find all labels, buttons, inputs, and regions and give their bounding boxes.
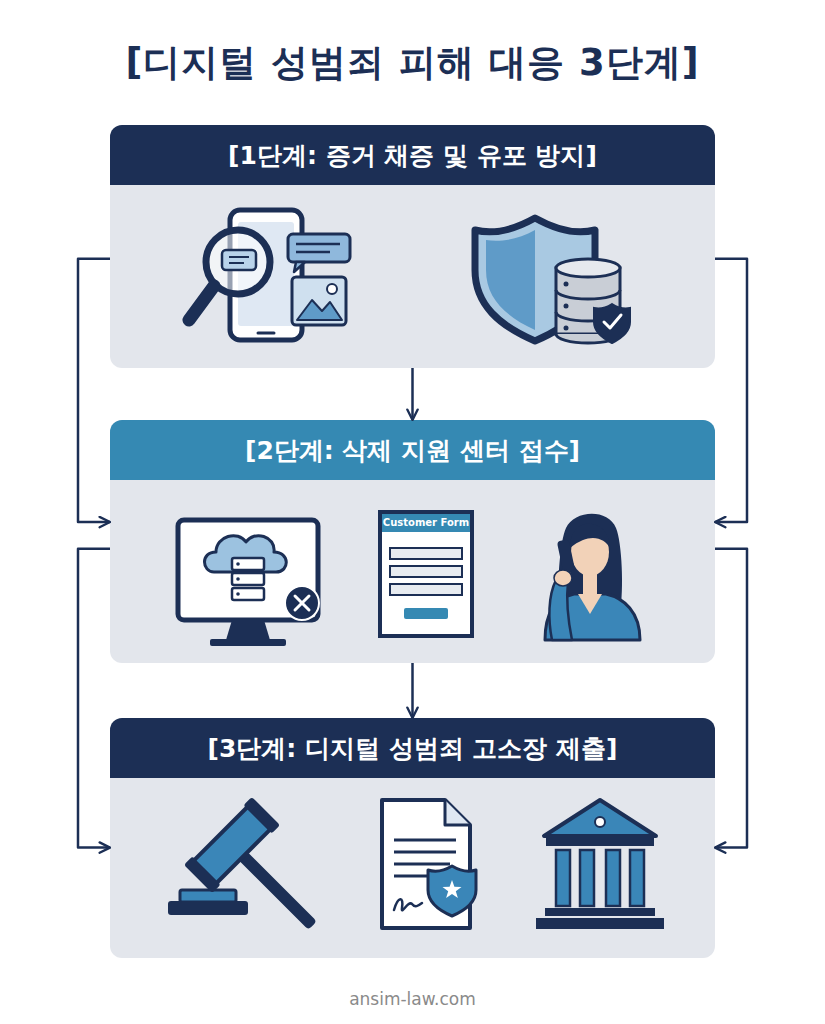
step-panel: [1단계: 증거 채증 및 유포 방지] [110,125,715,368]
flow-arrow [411,368,414,420]
flow-arrow [78,259,110,522]
gavel-icon [168,797,347,960]
flow-arrow [715,549,747,848]
complaint-document-icon [382,800,476,928]
courthouse-icon [536,800,664,929]
watermark: ansim-law.com [0,988,825,1010]
flow-arrow [78,549,110,848]
step-heading: [1단계: 증거 채증 및 유포 방지] [110,125,715,185]
form-icon [380,512,472,636]
monitor-cloud-icon [178,520,319,646]
flow-arrow [411,663,414,718]
flow-arrow [715,259,747,522]
step-panel: [3단계: 디지털 성범죄 고소장 제출] [110,718,715,958]
shield-database-icon [475,218,630,343]
step-heading: [2단계: 삭제 지원 센터 접수] [110,420,715,480]
step-panel: [2단계: 삭제 지원 센터 접수] [110,420,715,663]
phone-search-icon [189,210,350,340]
step-heading: [3단계: 디지털 성범죄 고소장 제출] [110,718,715,778]
diagram-title: [디지털 성범죄 피해 대응 3단계] [0,38,825,88]
support-agent-icon [545,514,640,640]
